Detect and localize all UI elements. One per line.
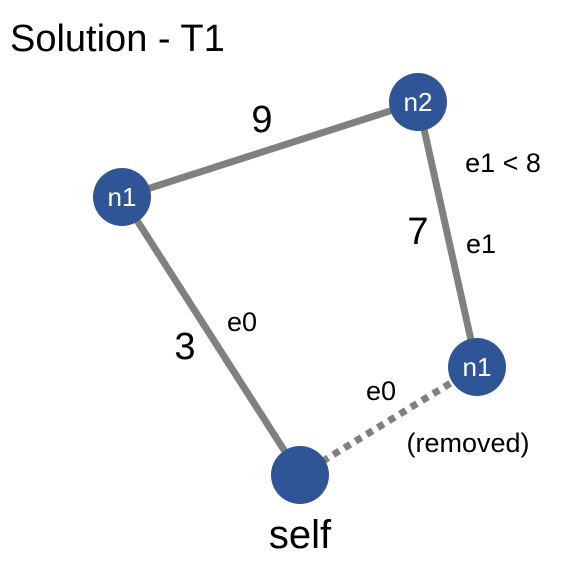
edge-n2-n1 [414,98,481,371]
edge-n1-self [118,193,304,479]
weight-n2-n1: 7 [407,211,428,253]
edge-label-e1: e1 [466,229,496,259]
weight-n1-n2: 9 [251,99,272,141]
edge-n1-n2 [118,98,422,201]
node-circle [93,168,151,226]
edge-self-n1-removed [298,364,479,478]
node-self[interactable] [271,446,329,504]
node-circle [448,338,506,396]
condition-label-e1: e1 < 8 [465,148,541,178]
node-circle [389,73,447,131]
weight-n1-self: 3 [174,326,195,368]
diagram-title: Solution - T1 [10,18,225,60]
node-label: n2 [404,87,433,117]
edge-label-e0-left: e0 [227,307,257,337]
removed-note: (removed) [406,428,529,458]
node-n2[interactable]: n2 [389,73,447,131]
node-n1-left[interactable]: n1 [93,168,151,226]
node-circle [271,446,329,504]
node-label: n1 [463,352,492,382]
self-label: self [269,513,332,557]
node-n1-right[interactable]: n1 [448,338,506,396]
edge-label-e0-right: e0 [366,376,396,406]
node-label: n1 [108,182,137,212]
